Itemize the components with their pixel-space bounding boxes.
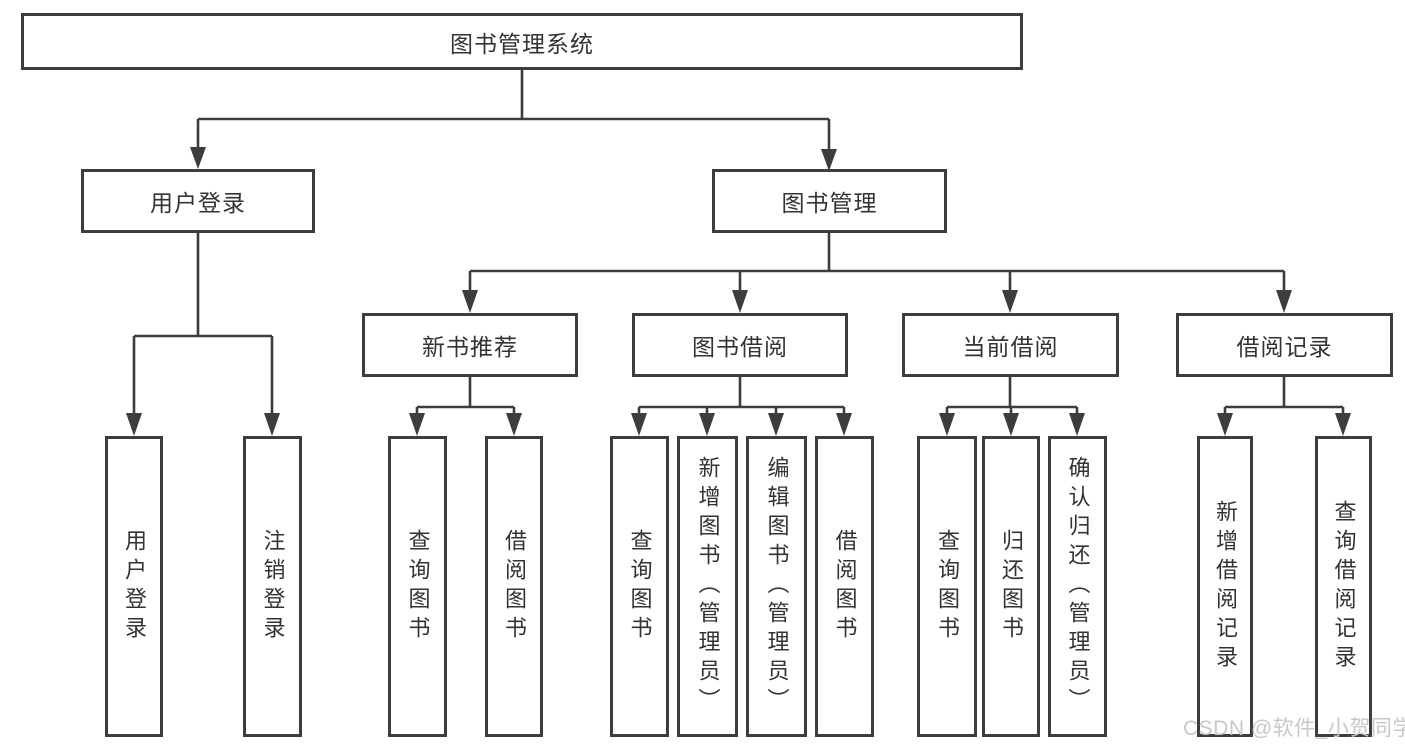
- node-leaf-user-login: 用户登录: [105, 436, 163, 737]
- arrowhead: [768, 413, 784, 436]
- node-label: 当前借阅: [962, 334, 1059, 360]
- connector-new-book-recommendation-to-leaves: [409, 375, 522, 436]
- node-current-borrowing: 当前借阅: [902, 313, 1119, 377]
- arrowhead: [1217, 413, 1233, 436]
- node-leaf-recommend-borrow-books: 借阅图书: [485, 436, 543, 737]
- node-leaf-recommend-query-books: 查询图书: [388, 436, 447, 737]
- node-label: 图书借阅: [692, 334, 788, 360]
- node-borrowing-records: 借阅记录: [1176, 313, 1393, 377]
- connector-line: [415, 375, 516, 415]
- arrowhead: [821, 149, 837, 171]
- node-label: 编辑图书（管理员）: [764, 456, 790, 717]
- arrowhead: [409, 413, 425, 436]
- arrowhead: [699, 413, 715, 436]
- node-label: 确认归还（管理员）: [1065, 456, 1091, 717]
- node-label: 图书管理系统: [450, 30, 594, 57]
- arrowhead: [1335, 413, 1351, 436]
- node-label: 借阅记录: [1236, 334, 1333, 360]
- node-label: 查询图书: [405, 528, 431, 645]
- node-label: 归还图书: [999, 528, 1024, 645]
- node-label: 查询借阅记录: [1331, 499, 1357, 674]
- node-label: 注销登录: [260, 528, 286, 645]
- watermark: CSDN @软件_小贺同学: [1183, 717, 1405, 740]
- node-label: 查询图书: [627, 528, 653, 645]
- arrowhead: [732, 290, 748, 313]
- node-label: 图书管理: [781, 190, 878, 216]
- node-leaf-borrowing-add-books-admin: 新增图书（管理员）: [677, 436, 738, 737]
- arrowhead: [506, 413, 522, 436]
- node-label: 借阅图书: [502, 528, 527, 645]
- node-leaf-borrowing-borrow-books: 借阅图书: [815, 436, 874, 737]
- arrowhead: [190, 147, 206, 169]
- node-library-management-system: 图书管理系统: [21, 13, 1023, 70]
- node-leaf-borrowing-query-books: 查询图书: [610, 436, 669, 737]
- connector-line: [945, 375, 1079, 415]
- node-leaf-records-add-borrow-record: 新增借阅记录: [1197, 436, 1253, 737]
- node-label: 新增图书（管理员）: [695, 456, 721, 717]
- connector-root-to-level2: [190, 69, 837, 171]
- connector-book-management-to-level3: [462, 232, 1292, 313]
- arrowhead: [264, 413, 280, 436]
- node-leaf-current-return-books: 归还图书: [982, 436, 1040, 737]
- node-book-borrowing: 图书借阅: [632, 313, 848, 377]
- arrowhead: [1003, 413, 1019, 436]
- arrowhead: [631, 413, 647, 436]
- connector-line: [637, 375, 846, 415]
- arrowhead: [939, 413, 955, 436]
- node-leaf-current-confirm-return-admin: 确认归还（管理员）: [1048, 436, 1107, 737]
- node-leaf-borrowing-edit-books-admin: 编辑图书（管理员）: [746, 436, 807, 737]
- arrowhead: [126, 413, 142, 436]
- connector-line: [132, 231, 274, 414]
- node-label: 新增借阅记录: [1213, 499, 1238, 674]
- arrowhead: [1002, 290, 1018, 313]
- connector-line: [1223, 375, 1345, 415]
- connector-borrowing-records-to-leaves: [1217, 375, 1351, 436]
- node-user-login: 用户登录: [81, 169, 315, 233]
- connector-book-borrowing-to-leaves: [631, 375, 852, 436]
- arrowhead: [836, 413, 852, 436]
- node-leaf-current-query-books: 查询图书: [917, 436, 977, 737]
- node-label: 用户登录: [150, 190, 246, 216]
- node-label: 借阅图书: [832, 528, 858, 645]
- connector-current-borrowing-to-leaves: [939, 375, 1085, 436]
- node-leaf-records-query-borrow-record: 查询借阅记录: [1315, 436, 1372, 737]
- connector-line: [468, 232, 1286, 292]
- arrowhead: [1069, 413, 1085, 436]
- connector-user-login-to-leaves: [126, 231, 280, 436]
- node-label: 查询图书: [935, 528, 960, 645]
- node-label: 新书推荐: [422, 334, 518, 360]
- connector-line: [196, 69, 831, 151]
- node-leaf-logout: 注销登录: [243, 436, 302, 737]
- arrowhead: [1276, 290, 1292, 313]
- arrowhead: [462, 290, 478, 313]
- node-new-book-recommendation: 新书推荐: [362, 313, 578, 377]
- node-label: 用户登录: [122, 528, 147, 645]
- node-book-management: 图书管理: [712, 169, 947, 233]
